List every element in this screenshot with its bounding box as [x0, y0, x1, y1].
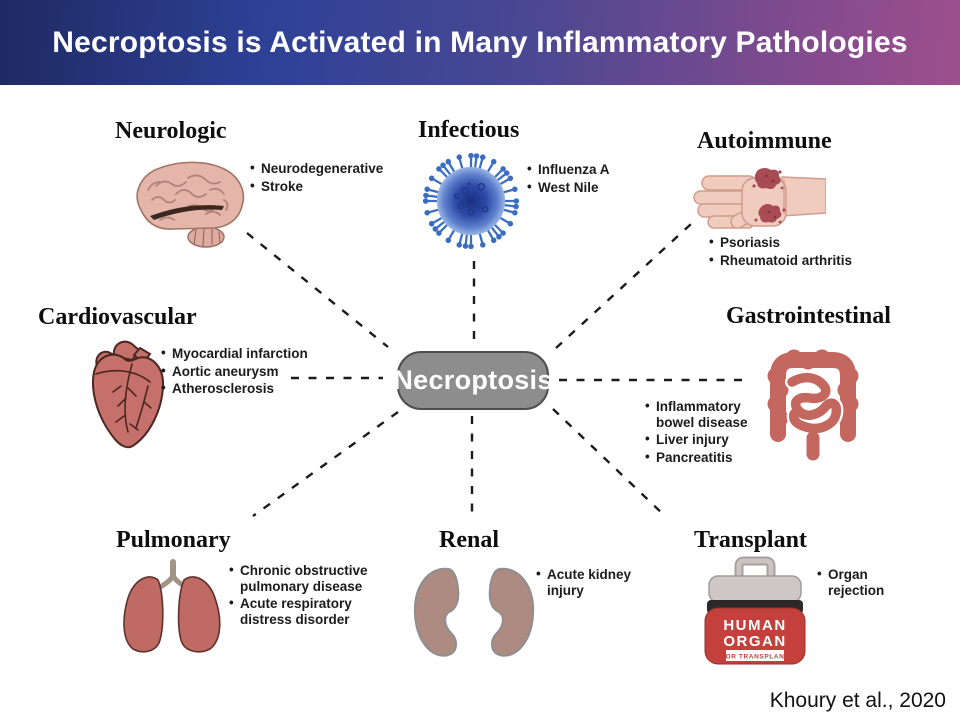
- heart-icon: [92, 340, 165, 449]
- bullet-item: West Nile: [527, 179, 637, 196]
- heading-gastrointestinal: Gastrointestinal: [726, 303, 891, 329]
- bullet-item: Liver injury: [645, 431, 753, 448]
- cooler-text-line2: ORGAN: [723, 633, 786, 650]
- bullet-item: Pancreatitis: [645, 449, 753, 466]
- cooler-text-line1: HUMAN: [723, 617, 786, 634]
- bullets-neurologic: Neurodegenerative Stroke: [250, 160, 400, 196]
- bullet-item: Acute kidney injury: [536, 566, 636, 598]
- bullet-item: Inflammatory bowel disease: [645, 398, 753, 430]
- slide-title: Necroptosis is Activated in Many Inflamm…: [52, 25, 908, 59]
- bullets-transplant: Organ rejection: [817, 566, 889, 600]
- bullet-item: Psoriasis: [709, 234, 879, 251]
- connector-transplant: [552, 408, 666, 517]
- intestine-icon: [767, 349, 859, 461]
- bullet-item: Chronic obstructive pulmonary disease: [229, 562, 381, 594]
- virus-icon: [421, 151, 521, 251]
- bullet-item: Neurodegenerative: [250, 160, 400, 177]
- lungs-icon: [123, 559, 221, 653]
- bullets-gastrointestinal: Inflammatory bowel disease Liver injury …: [645, 398, 753, 468]
- organ-cooler-icon: HUMAN ORGAN FOR TRANSPLANT: [704, 556, 806, 665]
- header-banner: Necroptosis is Activated in Many Inflamm…: [0, 0, 960, 85]
- bullet-item: Acute respiratory distress disorder: [229, 595, 381, 627]
- bullet-item: Influenza A: [527, 161, 637, 178]
- bullet-item: Myocardial infarction: [161, 345, 331, 362]
- bullet-item: Organ rejection: [817, 566, 889, 598]
- bullet-item: Aortic aneurysm: [161, 363, 331, 380]
- heading-renal: Renal: [439, 527, 499, 553]
- bullet-item: Atherosclerosis: [161, 380, 331, 397]
- heading-cardiovascular: Cardiovascular: [38, 304, 197, 330]
- kidneys-icon: [413, 567, 535, 657]
- necroptosis-node: Necroptosis: [393, 351, 552, 410]
- citation: Khoury et al., 2020: [769, 689, 946, 712]
- necroptosis-label: Necroptosis: [393, 365, 553, 395]
- bullets-cardiovascular: Myocardial infarction Aortic aneurysm At…: [161, 345, 331, 399]
- bullets-autoimmune: Psoriasis Rheumatoid arthritis: [709, 234, 879, 270]
- bullet-item: Stroke: [250, 178, 400, 195]
- heading-autoimmune: Autoimmune: [697, 128, 832, 154]
- bullets-renal: Acute kidney injury: [536, 566, 636, 600]
- hand-psoriasis-icon: [693, 168, 826, 229]
- bullet-item: Rheumatoid arthritis: [709, 252, 879, 269]
- heading-transplant: Transplant: [694, 527, 807, 553]
- connector-pulmonary: [252, 411, 399, 517]
- heading-neurologic: Neurologic: [115, 118, 227, 144]
- heading-infectious: Infectious: [418, 117, 520, 143]
- bullets-infectious: Influenza A West Nile: [527, 161, 637, 197]
- connector-autoimmune: [555, 223, 692, 349]
- heading-pulmonary: Pulmonary: [116, 527, 231, 553]
- cooler-badge-text: FOR TRANSPLANT: [721, 653, 789, 660]
- bullets-pulmonary: Chronic obstructive pulmonary disease Ac…: [229, 562, 381, 630]
- connector-neurologic: [246, 232, 389, 348]
- brain-icon: [136, 161, 245, 248]
